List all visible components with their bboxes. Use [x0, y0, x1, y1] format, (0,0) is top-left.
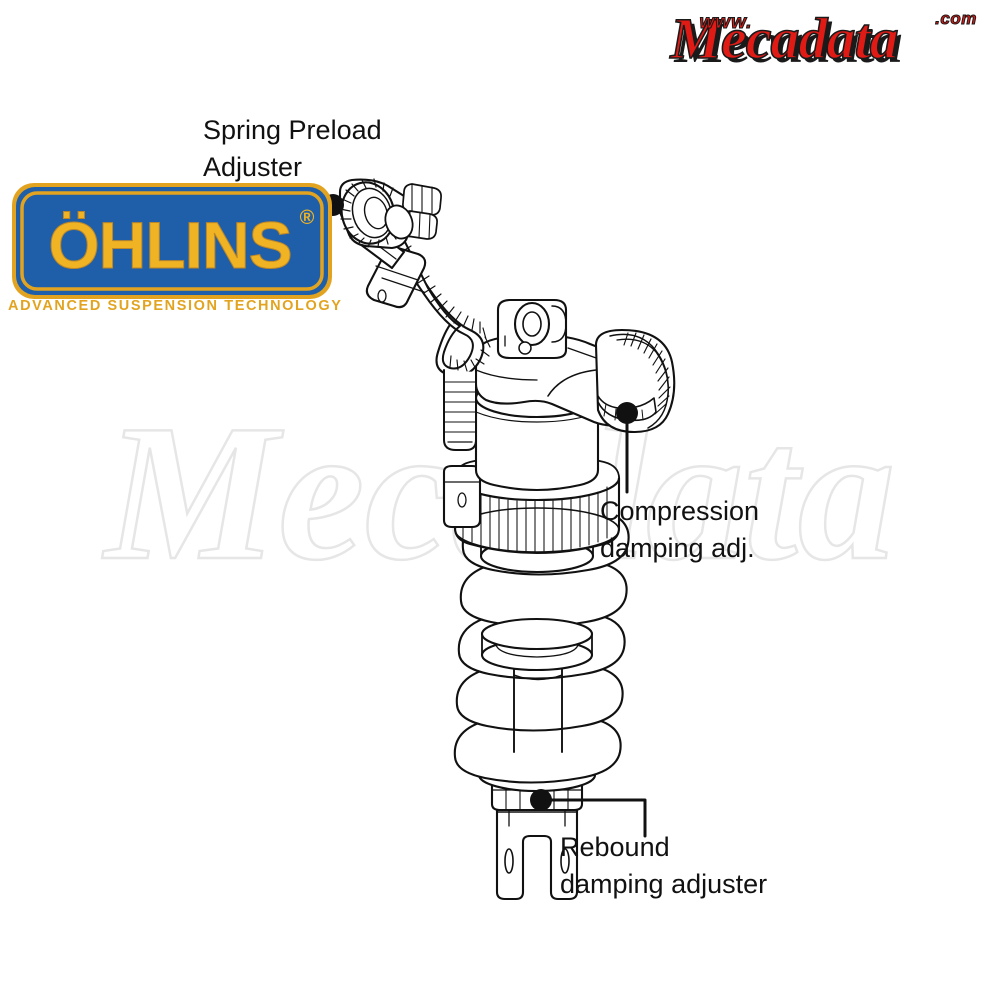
- ohlins-tagline: ADVANCED SUSPENSION TECHNOLOGY: [8, 298, 343, 314]
- preload-adjuster-body: [338, 178, 442, 309]
- brand-logo-shadow: Mecadata: [673, 10, 901, 74]
- brand-logo-suffix: .com: [935, 9, 977, 28]
- ohlins-plate: ÖHLINS ®: [12, 183, 332, 299]
- brand-logo-prefix: www.: [700, 12, 753, 33]
- callout-line-2: damping adj.: [600, 533, 755, 564]
- ohlins-registered-icon: ®: [300, 207, 315, 229]
- piggyback-reservoir: [594, 328, 676, 434]
- hose-fitting-bracket: [442, 464, 482, 529]
- mid-spring-seat: [480, 617, 594, 672]
- callout-rebound-damping-adjuster: Rebound damping adjuster: [560, 829, 767, 904]
- damper-shaft: [513, 659, 563, 753]
- mecadata-logo: Mecadata Mecadata www. .com: [669, 5, 977, 74]
- callout-line-1: Rebound: [560, 832, 670, 862]
- callout-spring-preload-adjuster: Spring Preload Adjuster: [203, 112, 382, 187]
- callout-line-1: Spring Preload: [203, 115, 382, 145]
- rebound-leader-line: [550, 798, 647, 838]
- callout-line-2: Adjuster: [203, 152, 303, 183]
- ohlins-wordmark: ÖHLINS: [48, 208, 291, 282]
- callout-line-1: Compression: [600, 496, 760, 526]
- compression-marker-dot: [616, 402, 638, 424]
- rebound-marker-dot: [530, 789, 552, 811]
- callout-compression-damping-adjuster: Compression damping adj.: [600, 493, 759, 568]
- top-mount-eyelet: [496, 298, 568, 360]
- ohlins-logo: ÖHLINS ®: [10, 180, 335, 315]
- brand-logo-text: Mecadata: [669, 6, 897, 71]
- callout-line-2: damping adjuster: [560, 869, 768, 900]
- bottom-clevis-mount: [495, 804, 579, 901]
